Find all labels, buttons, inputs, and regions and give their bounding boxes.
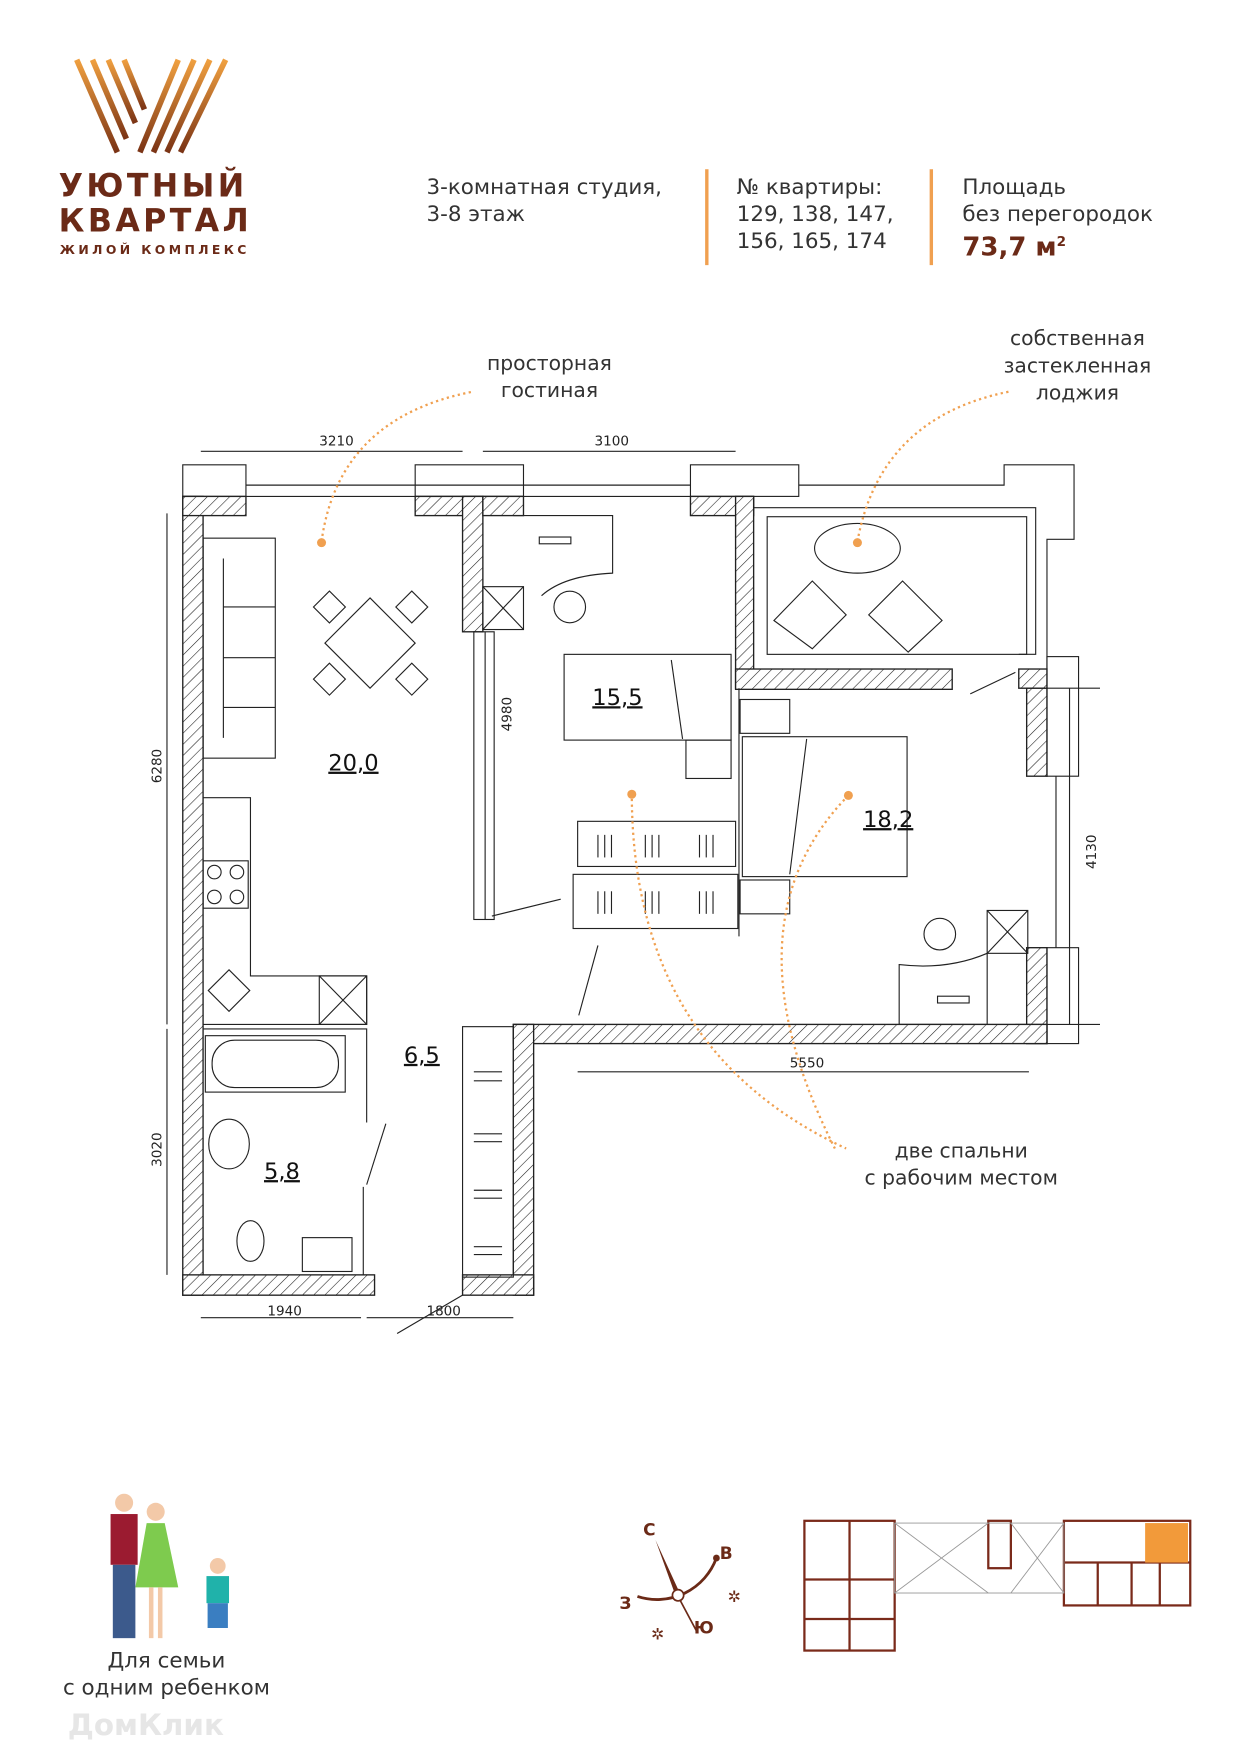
header-divider [705, 169, 709, 266]
dim-inner: 4980 [498, 696, 515, 732]
room-area-hall: 6,5 [403, 1041, 440, 1069]
type-line1: 3-комнатная студия, [426, 174, 662, 200]
svg-text:✲: ✲ [651, 1624, 664, 1643]
brand-subtitle: ЖИЛОЙ КОМПЛЕКС [59, 242, 250, 258]
annotation-leaders [320, 390, 1010, 1150]
room-area-living: 20,0 [328, 749, 379, 777]
loggia-annotation: собственная застекленная лоджия [982, 326, 1174, 407]
living-annotation: просторная гостиная [459, 351, 640, 405]
room-area-bathroom: 5,8 [263, 1157, 300, 1185]
family-caption-line2: с одним ребенком [62, 1675, 270, 1701]
area-label1: Площадь [962, 174, 1067, 200]
plan-lines [166, 450, 1100, 1335]
compass-north: С [643, 1519, 656, 1540]
bedrooms-annotation-line2: с рабочим местом [864, 1166, 1058, 1191]
compass-east: В [719, 1543, 733, 1564]
dim-top-mid: 3100 [594, 433, 630, 450]
apartment-highlight [1145, 1523, 1188, 1563]
loggia-annotation-line3: лоджия [1035, 381, 1120, 406]
apartments-label: № квартиры: [736, 174, 883, 200]
walls [182, 495, 1048, 1296]
area-label2: без перегородок [962, 201, 1153, 227]
header-divider [929, 169, 934, 266]
living-annotation-line2: гостиная [500, 379, 599, 403]
apartments-line2: 156, 165, 174 [736, 229, 887, 254]
dim-bottom-right: 5550 [789, 1054, 825, 1071]
living-annotation-line1: просторная [487, 351, 612, 376]
dim-left-lower: 3020 [149, 1132, 166, 1167]
type-line2: 3-8 этаж [426, 201, 525, 227]
loggia-annotation-line1: собственная [1010, 327, 1145, 351]
apartment-numbers: № квартиры: 129, 138, 147, 156, 165, 174 [737, 174, 894, 255]
compass-west: З [619, 1593, 632, 1614]
family-illustration [110, 1493, 230, 1639]
area-block: Площадь без перегородок 73,7 м2 [962, 174, 1153, 263]
brand-name-line1: УЮТНЫЙ [58, 166, 248, 205]
bedrooms-annotation: две спальни с рабочим местом [831, 1138, 1090, 1192]
annotation-dots [317, 538, 862, 800]
compass-south: Ю [693, 1617, 714, 1639]
svg-text:✲: ✲ [728, 1587, 741, 1606]
area-sup: 2 [1056, 233, 1067, 250]
dim-top-left: 3210 [319, 433, 354, 450]
family-caption-line1: Для семьи [107, 1648, 226, 1674]
building-key-plan [803, 1519, 1192, 1652]
dim-bottom-mid: 1800 [426, 1303, 461, 1319]
bedrooms-annotation-line1: две спальни [894, 1139, 1028, 1164]
dim-right: 4130 [1083, 834, 1100, 870]
area-number: 73,7 м [962, 233, 1057, 263]
dim-bottom-left: 1940 [267, 1303, 302, 1319]
apartment-type: 3-комнатная студия, 3-8 этаж [426, 174, 662, 228]
apartments-line1: 129, 138, 147, [736, 201, 894, 227]
brand-name-line2: КВАРТАЛ [58, 201, 253, 240]
dim-left-upper: 6280 [149, 748, 166, 784]
area-value: 73,7 м2 [962, 228, 1153, 263]
room-area-bedroom2: 18,2 [863, 805, 914, 833]
family-caption: Для семьи с одним ребенком [45, 1647, 288, 1701]
compass-icon: ✲✲ [636, 1539, 741, 1643]
room-area-bedroom1: 15,5 [592, 683, 643, 711]
logo-mark [74, 58, 229, 154]
watermark: ДомКлик [67, 1709, 224, 1744]
loggia-annotation-line2: застекленная [1003, 354, 1152, 378]
